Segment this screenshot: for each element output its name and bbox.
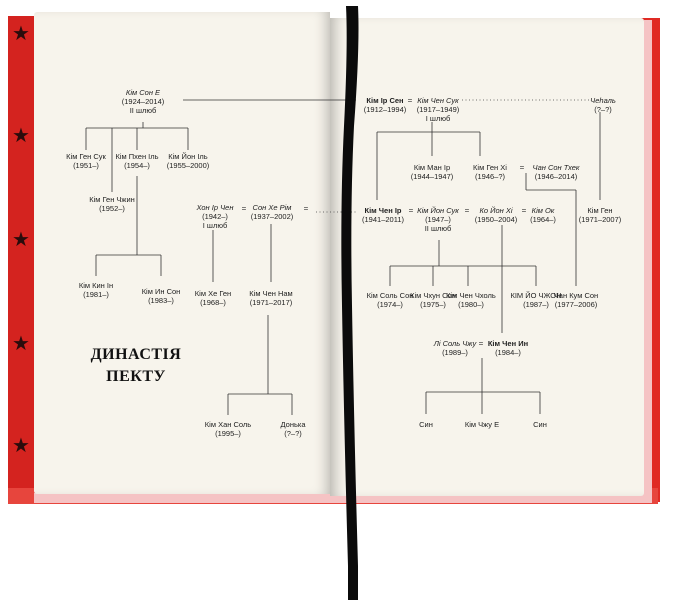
left-page — [34, 12, 330, 494]
person-chan-son-tkhek: Чан Сон Тхек (1946–2014) — [532, 163, 580, 181]
right-page — [330, 18, 644, 496]
marriage-sign: = — [408, 206, 414, 215]
person-kim-man-ir: Кім Ман Ір (1944–1947) — [410, 163, 454, 181]
marriage-sign: = — [241, 204, 247, 213]
page-title: ДИНАСТІЯ ПЕКТУ — [90, 346, 182, 385]
person-syn-1: Син — [419, 420, 433, 429]
person-kim-chkhun-son: Кім Чхун Сон (1975–) — [410, 291, 456, 309]
person-kim-yon-il: Кім Йон Іль (1955–2000) — [166, 152, 210, 170]
person-kim-ok: Кім Ок (1964–) — [530, 206, 556, 224]
person-kim-sol-son: Кім Соль Сон (1974–) — [366, 291, 414, 309]
person-kim-khan-sol: Кім Хан Соль (1995–) — [204, 420, 252, 438]
person-ko-yon-khi: Ко Йон Хі (1950–2004) — [474, 206, 518, 224]
person-kim-khe-hen: Кім Хе Ген (1968–) — [194, 289, 232, 307]
marriage-note: II шлюб — [129, 106, 157, 115]
person-kim-kin-in: Кім Кин Ін (1981–) — [78, 281, 114, 299]
person-son-khe-rim: Сон Хе Рім (1937–2002) — [250, 203, 294, 221]
person-li-sol-chzhu: Лі Соль Чжу (1989–) — [433, 339, 477, 357]
person-kim-son-e: Кім Сон Е (1924–2014) II шлюб — [122, 88, 165, 115]
person-chkhal: Чеhаль (?–?) — [590, 96, 616, 114]
person-chan-kum-son: Чан Кум Сон (1977–2006) — [553, 291, 599, 309]
page-edge — [644, 20, 652, 494]
star-icon: ★ — [12, 333, 30, 355]
person-kim-yn-son: Кім Ин Сон (1983–) — [141, 287, 181, 305]
person-kim-hen-suk: Кім Ген Сук (1951–) — [66, 152, 106, 170]
person-kim-chen-yn: Кім Чен Ин (1984–) — [487, 339, 529, 357]
person-syn-2: Син — [533, 420, 547, 429]
person-kim-chen-nam: Кім Чен Нам (1971–2017) — [249, 289, 293, 307]
marriage-sign: = — [478, 339, 484, 348]
bookmark-ribbon — [341, 6, 359, 600]
person-kim-chen-ir: Кім Чен Ір (1941–2011) — [362, 206, 404, 224]
person-kim-hen-chzhin: Кім Ген Чжин (1952–) — [89, 195, 135, 213]
person-years: (1924–2014) — [121, 97, 165, 106]
person-kim-hen: Кім Ген (1971–2007) — [578, 206, 622, 224]
marriage-sign: = — [303, 204, 309, 213]
marriage-sign: = — [464, 206, 470, 215]
star-icon: ★ — [12, 435, 30, 457]
person-kim-yo-chzhon: КІМ ЙО ЧЖОН (1987–) — [510, 291, 562, 309]
person-kim-chen-chkhol: Кім Чен Чхоль (1980–) — [446, 291, 496, 309]
star-icon: ★ — [12, 125, 30, 147]
person-kim-pkhen-il: Кім Пхен Іль (1954–) — [115, 152, 159, 170]
marriage-sign: = — [407, 96, 413, 105]
marriage-sign: = — [519, 163, 525, 172]
person-kim-hen-khi: Кім Ген Хі (1946–?) — [473, 163, 507, 181]
person-khon-ir-chen: Хон Ір Чен (1942–) I шлюб — [196, 203, 234, 230]
person-kim-chzhu-e: Кім Чжу Е — [464, 420, 500, 429]
page-edge-bottom — [34, 493, 652, 503]
person-donka: Донька (?–?) — [280, 420, 306, 438]
person-kim-yon-suk: Кім Йон Сук (1947–) II шлюб — [417, 206, 459, 233]
person-kim-ir-sen: Кім Ір Сен (1912–1994) — [363, 96, 407, 114]
marriage-sign: = — [521, 206, 527, 215]
star-icon: ★ — [12, 229, 30, 251]
person-kim-chen-suk: Кім Чен Сук (1917–1949) I шлюб — [416, 96, 460, 123]
person-name: Кім Сон Е — [125, 88, 161, 97]
star-icon: ★ — [12, 23, 30, 45]
